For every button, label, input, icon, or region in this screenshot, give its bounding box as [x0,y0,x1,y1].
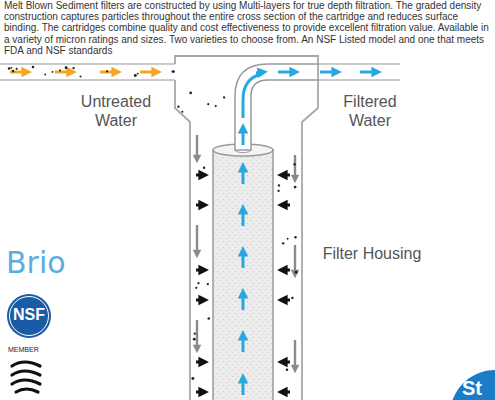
particle [59,70,61,72]
brand-logo: Brio [6,246,66,280]
shop-badge [450,370,495,400]
arrow-head [277,170,288,181]
particle [181,111,183,113]
arrow-head [277,295,288,306]
arrow-head [289,67,300,78]
housing-label: Filter Housing [322,244,422,263]
particle [189,92,192,95]
inlet-label: Untreated Water [62,92,170,130]
flow-arrow [243,74,262,118]
particle [207,103,209,105]
arrow-head [371,67,382,78]
arrow-head [193,250,201,258]
particle [137,73,139,75]
member-logo [12,362,40,392]
nsf-badge [7,294,51,338]
particle [172,70,175,73]
particle [195,287,197,289]
particle [72,67,74,69]
arrow-head [238,288,249,299]
arrow-head [277,265,288,276]
particle [193,338,196,341]
arrow-head [198,357,209,368]
caption-text: Melt Blown Sediment filters are construc… [4,0,492,56]
particles [8,66,298,380]
arrow-head [198,295,209,306]
arrow-head [277,200,288,211]
particle [291,297,293,299]
arrow-head [198,265,209,276]
arrow-head [193,345,201,353]
particle [134,74,137,77]
member-text: MEMBER [8,346,58,354]
arrow-head [66,67,77,78]
particle [282,242,284,244]
particle [10,67,12,69]
arrow-head [21,67,32,78]
particle [191,377,194,380]
arrow-head [238,162,249,173]
arrow-head [238,246,249,257]
particle [207,283,209,285]
arrow-head [198,387,209,398]
arrow-head [111,67,122,78]
arrow-head [151,67,162,78]
pipe [0,64,400,80]
arrow-head [291,270,299,278]
arrow-head [238,204,249,215]
particle [8,67,11,70]
particle [106,70,108,72]
badge-text: St [462,377,492,399]
arrow-head [257,68,268,78]
particle [278,184,280,186]
particle [203,166,205,168]
particle [65,66,68,69]
outlet-label: Filtered Water [322,92,418,130]
particle [80,76,82,78]
arrow-head [331,67,342,78]
filter-cartridge [213,144,273,400]
particle [32,66,35,69]
arrow-head [238,373,249,384]
particle [277,190,279,192]
particle [16,68,18,70]
particle [294,236,296,238]
arrow-head [291,365,299,373]
outlet-tube [235,64,318,150]
particle [194,333,196,335]
arrow-head [277,357,288,368]
particle [197,282,199,284]
particle [294,186,297,189]
particle [286,368,289,371]
particle [177,106,179,108]
particle [293,163,295,165]
arrow-head [277,387,288,398]
arrow-head [198,200,209,211]
certification-badge: NSF [7,305,51,325]
particle [295,271,298,274]
arrow-head [198,170,209,181]
arrow-head [193,155,201,163]
arrow-head [291,175,299,183]
flow-arrows [10,67,382,398]
particle [52,71,54,73]
arrow-head [238,123,249,134]
particle [287,238,289,240]
particle [215,105,217,107]
particle [223,96,225,98]
arrow-head [238,330,249,341]
particle [44,73,46,75]
particle [12,70,15,73]
particle [207,317,210,320]
